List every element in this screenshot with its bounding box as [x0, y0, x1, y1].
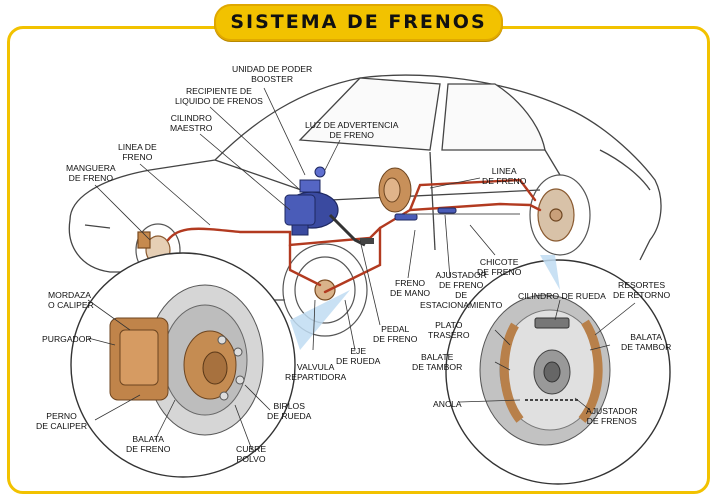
label-valvula: VALVULA REPARTIDORA [285, 362, 347, 382]
label-luz-advertencia: LUZ DE ADVERTENCIA DE FRENO [305, 120, 399, 140]
label-freno-mano: FRENO DE MANO [390, 278, 431, 298]
leader-lines [87, 87, 636, 451]
label-cilindro-maestro: CILINDRO MAESTRO [170, 113, 213, 133]
car-outline [68, 74, 662, 301]
label-birlos: BIRLOS DE RUEDA [267, 401, 312, 421]
label-cubre-polvo: CUBRE POLVO [236, 444, 267, 464]
label-chicote: CHICOTE DE FRENO [477, 257, 522, 277]
label-plato-trasero: PLATO TRASERO [428, 320, 470, 340]
brake-lines [166, 178, 542, 294]
label-eje-rueda: EJE DE RUEDA [336, 346, 381, 366]
title-banner: SISTEMA DE FRENOS [214, 4, 503, 41]
label-unidad-booster: UNIDAD DE PODER BOOSTER [232, 64, 313, 84]
label-ajustador-estacionamiento: AJUSTADOR DE FRENO DE ESTACIONAMIENTO [420, 270, 503, 310]
label-balata-freno: BALATA DE FRENO [126, 434, 171, 454]
label-ancla: ANCLA [433, 399, 462, 409]
label-balata-tambor-izq: BALATE DE TAMBOR [412, 352, 463, 372]
label-linea-freno-izq: LINEA DE FRENO [118, 142, 157, 162]
disc-zoom [70, 252, 350, 478]
label-linea-freno-der: LINEA DE FRENO [482, 166, 527, 186]
label-resortes: RESORTES DE RETORNO [613, 280, 671, 300]
page-title: SISTEMA DE FRENOS [230, 11, 487, 33]
label-recipiente: RECIPIENTE DE LIQUIDO DE FRENOS [175, 86, 263, 106]
label-mordaza: MORDAZA O CALIPER [48, 290, 94, 310]
label-perno-caliper: PERNO DE CALIPER [36, 411, 88, 431]
label-pedal-freno: PEDAL DE FRENO [373, 324, 418, 344]
label-purgador: PURGADOR [42, 334, 92, 344]
rear-drum-small [378, 167, 412, 213]
label-cilindro-rueda: CILINDRO DE RUEDA [518, 291, 606, 301]
booster-unit [284, 166, 374, 247]
label-manguera: MANGUERA DE FRENO [66, 163, 116, 183]
rear-wheel [529, 174, 591, 256]
label-balata-tambor-der: BALATA DE TAMBOR [621, 332, 672, 352]
drum-zoom [445, 255, 671, 485]
label-ajustador-frenos: AJUSTADOR DE FRENOS [586, 406, 638, 426]
handbrake [394, 207, 520, 221]
